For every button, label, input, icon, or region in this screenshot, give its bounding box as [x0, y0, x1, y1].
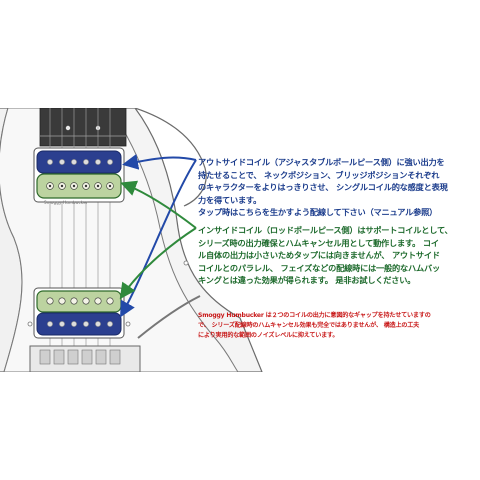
smoggy-note-line: で、 シリーズ配線時のハムキャンセル効果も完全ではありませんが、 構造上の工夫 — [198, 322, 420, 330]
outside-coil-line: タップ時はこちらを生かすよう配線して下さい（マニュアル参照） — [198, 207, 438, 218]
inside-coil-line: インサイドコイル（ロッドポールピース側）はサポートコイルとして、 — [198, 225, 453, 235]
inside-coil-line: シリーズ時の出力確保とハムキャンセル用として動作します。 コイ — [198, 237, 439, 248]
arrow-inside-to-bridge — [119, 227, 197, 300]
arrow-outside-to-neck — [122, 153, 197, 170]
neck-pickup — [33, 147, 125, 203]
inside-coil-line: ル自体の出力は小さいためタップには向きませんが、 アウトサイド — [198, 250, 440, 261]
inside-coil-description: インサイドコイル（ロッドポールピース側）はサポートコイルとして、 シリーズ時の出… — [198, 224, 453, 287]
inside-coil-line: コイルとのパラレル、 フェイズなどの配線時には一般的なハムバッ — [198, 262, 440, 273]
bridge-pickup — [33, 287, 125, 339]
outside-coil-description: アウトサイドコイル（アジャスタブルポールピース側）に強い出力を 持たせることで、… — [198, 156, 448, 219]
guitar-horn — [134, 108, 207, 207]
bridge-outside-coil — [36, 312, 122, 336]
pickup-brand-label: Smoggy Humbucker — [44, 200, 88, 205]
inside-coil-line: キングとは違った効果が得られます。 是非お試しください。 — [198, 275, 416, 286]
smoggy-humbucker-note: Smoggy Humbucker は２つのコイルの出力に意図的なギャップを持たせ… — [198, 311, 431, 342]
smoggy-note-line: により実用的な範囲のノイズレベルに抑えています。 — [198, 332, 339, 340]
tremolo-arm — [137, 295, 201, 339]
outside-coil-line: のキャラクターをよりはっきりさせ、 シングルコイル的な感度と表現 — [198, 182, 448, 193]
outside-coil-line: 持たせることで、 ネックポジション、ブリッジポジションそれぞれ — [198, 169, 440, 180]
outside-coil-line: 力を得ています。 — [198, 194, 262, 205]
pickup-diagram: アウトサイドコイル（アジャスタブルポールピース側）に強い出力を 持たせることで、… — [0, 108, 480, 372]
smoggy-note-line: Smoggy Humbucker は２つのコイルの出力に意図的なギャップを持たせ… — [198, 312, 431, 319]
fretboard — [39, 108, 127, 147]
outside-coil-line: アウトサイドコイル（アジャスタブルポールピース側）に強い出力を — [198, 157, 445, 167]
neck-outside-coil — [36, 150, 122, 174]
guitar-drawing — [0, 108, 263, 372]
arrow-inside-to-neck — [120, 180, 197, 229]
